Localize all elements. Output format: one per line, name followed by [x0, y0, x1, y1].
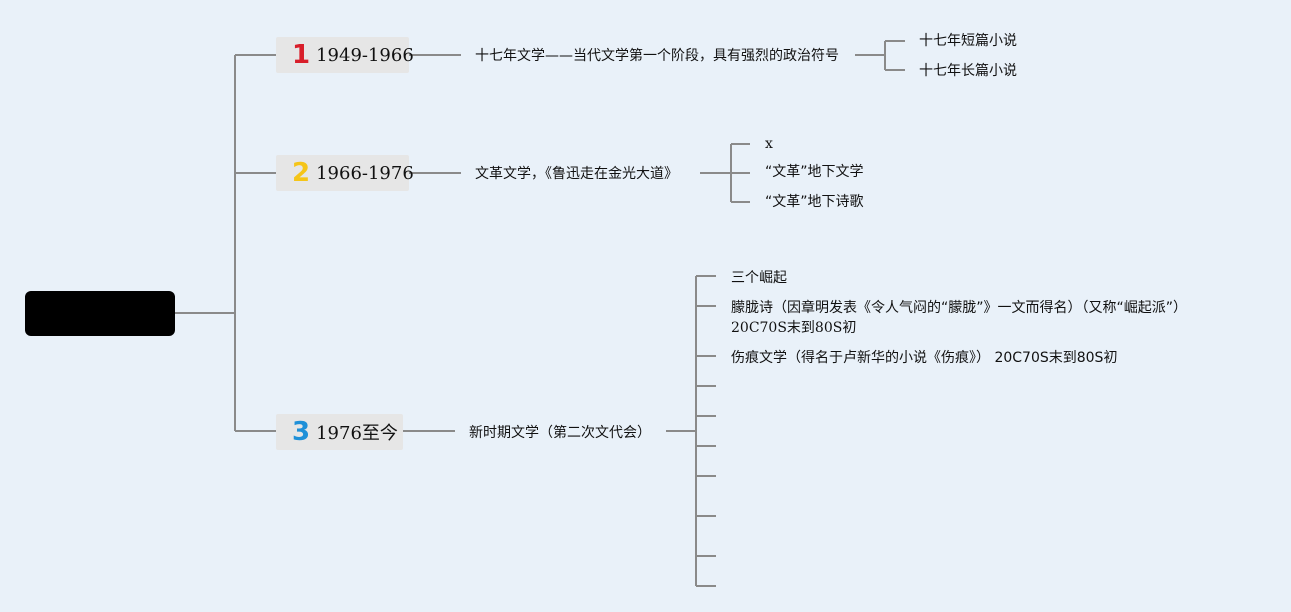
leaf-node[interactable]: “文革”地下文学 [765, 164, 864, 180]
era-node-1949-1966[interactable]: 1 1949-1966 [276, 37, 414, 73]
leaf-node[interactable]: 十七年长篇小说 [919, 63, 1017, 79]
era-label: 1966-1976 [316, 162, 414, 184]
number-one-icon: 1 [292, 40, 311, 70]
leaf-node-continuation: 20C70S末到80S初 [731, 320, 857, 336]
leaf-node[interactable]: 伤痕文学（得名于卢新华的小说《伤痕》） 20C70S末到80S初 [731, 350, 1118, 366]
era-node-1966-1976[interactable]: 2 1966-1976 [276, 155, 414, 191]
leaf-node[interactable]: 三个崛起 [731, 270, 787, 286]
leaf-node[interactable]: 朦胧诗（因章明发表《令人气闷的“朦胧”》一文而得名）（又称“崛起派”） [731, 300, 1188, 316]
number-three-icon: 3 [292, 417, 311, 447]
leaf-node[interactable]: “文革”地下诗歌 [765, 194, 864, 210]
era-description[interactable]: 新时期文学（第二次文代会） [469, 425, 651, 441]
leaf-node[interactable]: 十七年短篇小说 [919, 33, 1017, 49]
number-two-icon: 2 [292, 158, 311, 188]
era-description[interactable]: 十七年文学——当代文学第一个阶段，具有强烈的政治符号 [475, 48, 839, 64]
root-node[interactable] [25, 291, 175, 336]
era-node-1976-present[interactable]: 3 1976至今 [276, 414, 403, 450]
leaf-node[interactable]: x [765, 136, 773, 152]
era-label: 1976至今 [316, 423, 398, 444]
era-label: 1949-1966 [316, 44, 414, 66]
era-description[interactable]: 文革文学，《鲁迅走在金光大道》 [475, 166, 678, 182]
